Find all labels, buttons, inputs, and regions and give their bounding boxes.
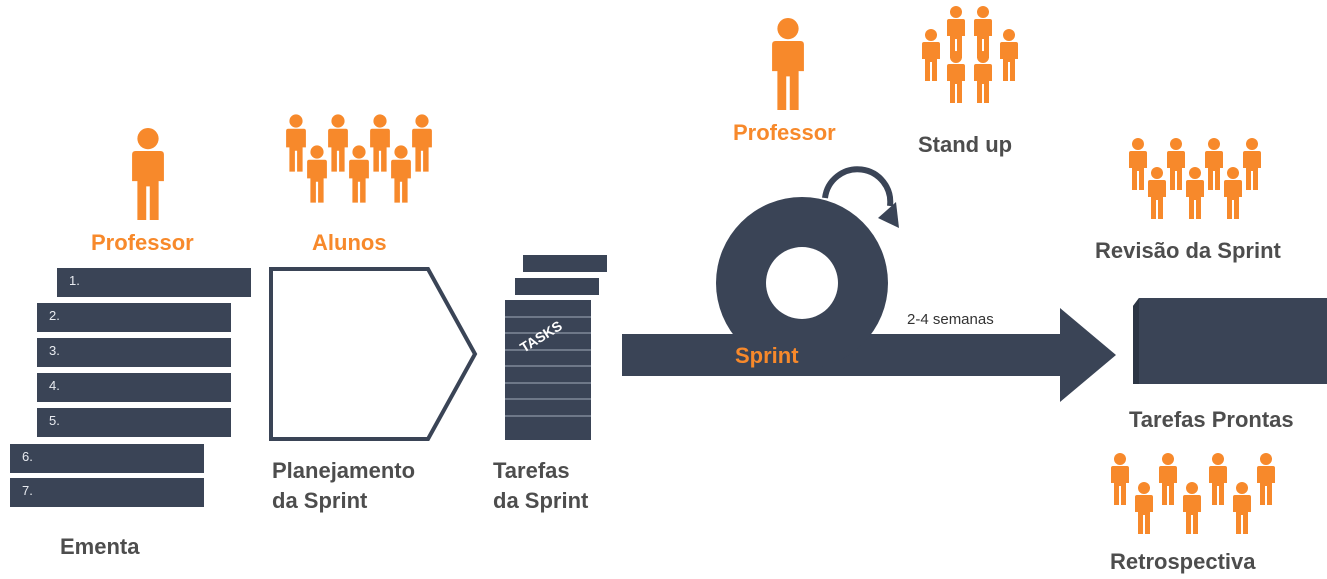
professor-icon: [130, 128, 166, 220]
sprint-arrow: [622, 308, 1116, 402]
tasks-label: Tarefas da Sprint: [493, 458, 589, 513]
sprint-label: Sprint: [735, 343, 799, 368]
planning-pentagon-shape: [269, 267, 478, 441]
task-card: [523, 255, 607, 272]
ementa-item: 6.: [10, 444, 204, 473]
ementa-item: 5.: [37, 408, 231, 437]
ementa-label: Ementa: [60, 534, 140, 559]
standup-group-icon: [922, 6, 1018, 103]
sprint-duration-label: 2-4 semanas: [907, 311, 994, 328]
ementa-item: 4.: [37, 373, 231, 402]
standup-label: Stand up: [918, 132, 1013, 157]
students-group-icon: [286, 114, 432, 203]
planning-label: Planejamento da Sprint: [272, 458, 416, 513]
ementa-item: 1.: [57, 268, 251, 297]
sprint-cycle-ring: [716, 166, 899, 369]
sprint-role-label: Professor: [733, 120, 836, 145]
retro-label: Retrospectiva: [1110, 549, 1256, 574]
ementa-role-label: Professor: [91, 230, 194, 255]
done-tasks-label: Tarefas Prontas: [1129, 407, 1294, 432]
review-label: Revisão da Sprint: [1095, 238, 1281, 263]
done-tasks-block: [1133, 298, 1327, 384]
ementa-item: 2.: [37, 303, 231, 332]
retro-group-icon: [1111, 453, 1275, 534]
review-group-icon: [1129, 138, 1261, 219]
planning-role-label: Alunos: [312, 230, 387, 255]
tasks-stack-icon: [505, 300, 591, 440]
task-card: [515, 278, 599, 295]
professor-icon: [770, 18, 806, 110]
ementa-item: 3.: [37, 338, 231, 367]
ementa-item: 7.: [10, 478, 204, 507]
